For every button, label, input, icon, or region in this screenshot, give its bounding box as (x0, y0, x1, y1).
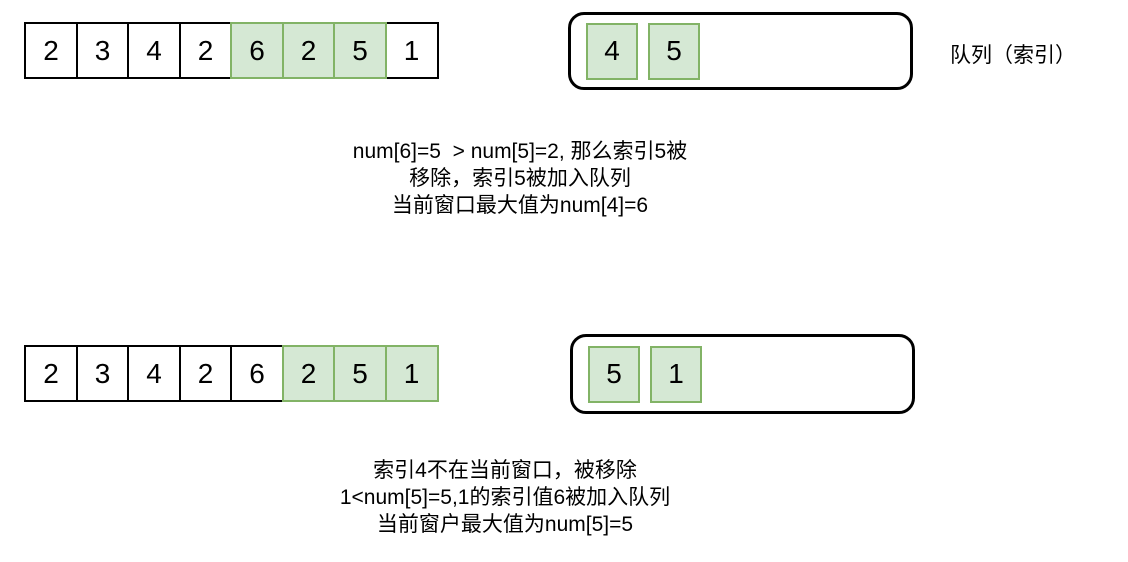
array-cell: 3 (75, 345, 130, 402)
array-cell: 5 (333, 22, 387, 79)
array-cell: 2 (24, 22, 78, 79)
caption-line: 当前窗口最大值为num[4]=6 (391, 194, 649, 217)
array-cell: 1 (384, 22, 439, 79)
array-cell: 3 (75, 22, 130, 79)
array-cell: 2 (281, 22, 336, 79)
queue-box-2: 5 1 (570, 334, 915, 414)
caption-line: 1<num[5]=5,1的索引值6被加入队列 (339, 486, 671, 509)
array-cell: 4 (127, 345, 181, 402)
caption-block-2: 索引4不在当前窗口，被移除 1<num[5]=5,1的索引值6被加入队列 当前窗… (285, 457, 725, 538)
queue-box-1: 4 5 (568, 12, 913, 90)
queue-label: 队列（索引） (950, 44, 1076, 67)
caption-line: num[6]=5 > num[5]=2, 那么索引5被 (352, 140, 688, 163)
queue-cell: 5 (588, 345, 640, 403)
array-row-1: 2 3 4 2 6 2 5 1 (24, 22, 439, 79)
array-row-2: 2 3 4 2 6 2 5 1 (24, 345, 439, 402)
caption-block-1: num[6]=5 > num[5]=2, 那么索引5被 移除，索引5被加入队列 … (300, 138, 740, 219)
caption-line: 索引4不在当前窗口，被移除 (373, 459, 637, 482)
array-cell: 2 (281, 345, 336, 402)
queue-cell: 4 (586, 22, 638, 80)
array-cell: 4 (127, 22, 181, 79)
array-cell: 2 (178, 22, 233, 79)
caption-line: 当前窗户最大值为num[5]=5 (376, 513, 634, 536)
array-cell: 5 (333, 345, 387, 402)
array-cell: 2 (24, 345, 78, 402)
caption-line: 移除，索引5被加入队列 (409, 167, 631, 190)
queue-cell: 1 (650, 345, 702, 403)
array-cell: 6 (230, 345, 284, 402)
array-cell: 6 (230, 22, 284, 79)
array-cell: 2 (178, 345, 233, 402)
array-cell: 1 (384, 345, 439, 402)
queue-cell: 5 (648, 22, 700, 80)
